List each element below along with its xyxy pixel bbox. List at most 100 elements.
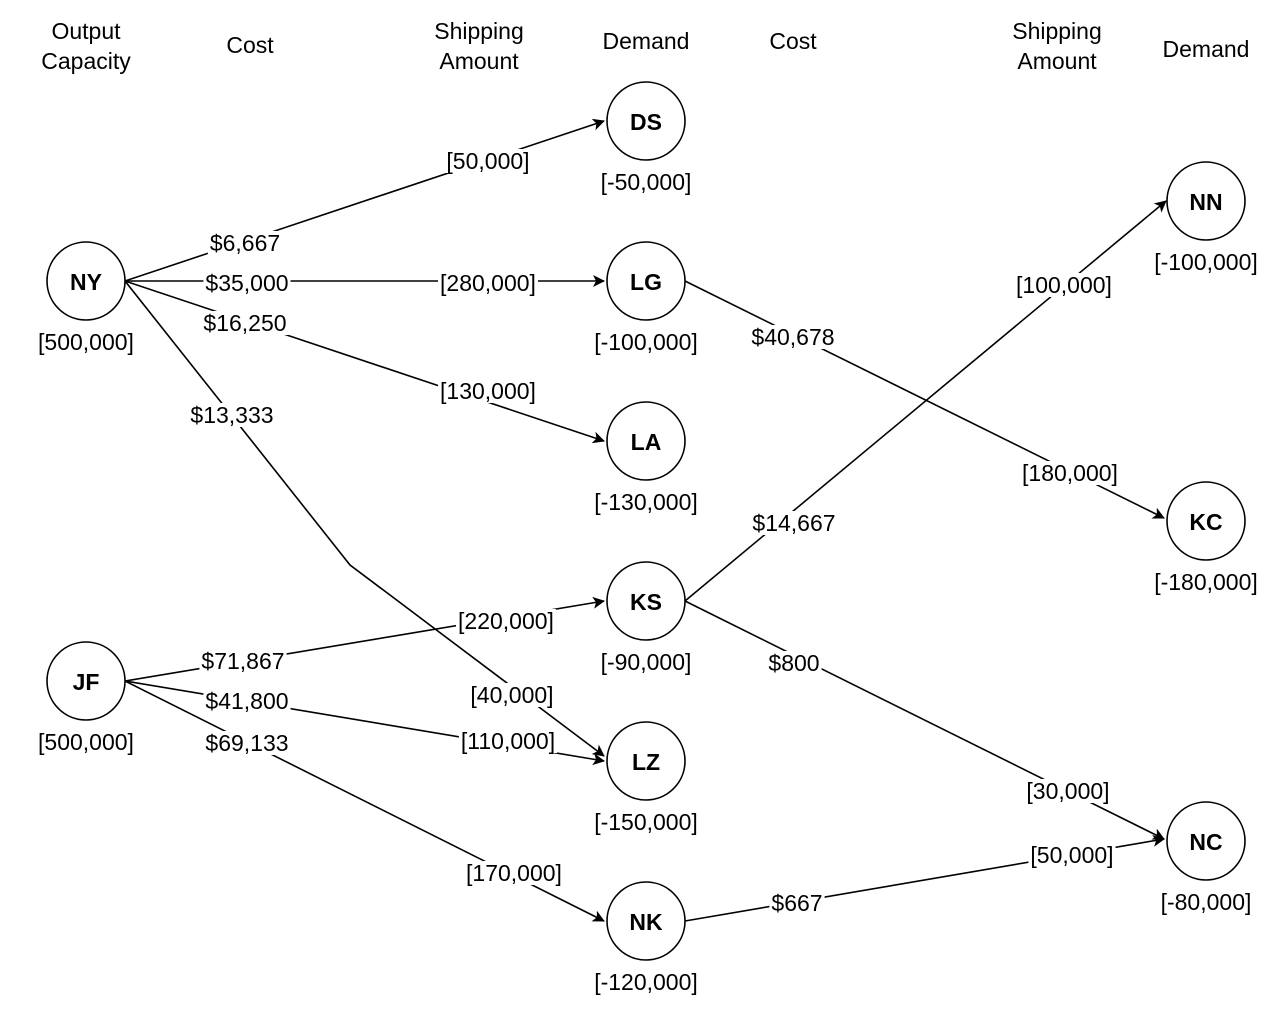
edge-cost-jf-nk: $69,133 [203, 730, 291, 756]
header-cost-2-line-1: Cost [769, 28, 817, 54]
edge-cost-ny-lg: $35,000 [203, 270, 291, 296]
header-shipping-amount-2-line-2: Amount [1017, 48, 1097, 74]
edge-cost-lg-kc-text: $40,678 [751, 324, 834, 350]
node-value-jf: [500,000] [38, 729, 134, 755]
edge-amount-jf-nk-text: [170,000] [466, 860, 562, 886]
edge-amount-ny-la-text: [130,000] [440, 378, 536, 404]
edge-amount-lg-kc-background [1020, 461, 1120, 485]
edge-amount-ks-nc: [30,000] [1024, 778, 1112, 804]
header-demand-1-line-1: Demand [603, 28, 690, 54]
edge-amount-ny-lz: [40,000] [468, 682, 556, 708]
header-demand-2-line-1: Demand [1163, 36, 1250, 62]
edge-cost-jf-ks-text: $71,867 [201, 648, 284, 674]
header-output-capacity-line-1: Output [51, 18, 121, 44]
edge-amount-jf-lz: [110,000] [458, 728, 558, 754]
node-jf: JF[500,000] [38, 641, 134, 755]
node-label-nk: NK [629, 909, 663, 935]
edge-cost-ks-nn: $14,667 [750, 510, 838, 536]
node-label-ks: KS [630, 589, 662, 615]
node-value-nn: [-100,000] [1154, 249, 1258, 275]
edge-cost-jf-ks: $71,867 [199, 648, 287, 674]
edge-amount-lg-kc: [180,000] [1020, 460, 1120, 486]
header-cost-2: Cost [769, 28, 817, 54]
node-label-ds: DS [630, 109, 662, 135]
edge-amount-ks-nn-text: [100,000] [1016, 272, 1112, 298]
edge-ny-la [124, 280, 605, 444]
edge-cost-ks-nc-text: $800 [768, 650, 819, 676]
edge-cost-ny-lg-background [203, 271, 291, 295]
node-circle-nc [1166, 801, 1246, 881]
edge-amount-ny-ds-text: [50,000] [446, 148, 529, 174]
edge-cost-jf-lz: $41,800 [203, 688, 291, 714]
edge-cost-ny-lz-text: $13,333 [190, 402, 273, 428]
node-circle-nn [1166, 161, 1246, 241]
edge-cost-ny-lz: $13,333 [188, 402, 276, 428]
node-value-lg: [-100,000] [594, 329, 698, 355]
node-label-kc: KC [1189, 509, 1222, 535]
node-value-nc: [-80,000] [1161, 889, 1252, 915]
edge-cost-ny-la-text: $16,250 [203, 310, 286, 336]
edge-amount-ks-nc-text: [30,000] [1026, 778, 1109, 804]
node-value-kc: [-180,000] [1154, 569, 1258, 595]
edge-amount-jf-nk-background [464, 861, 564, 885]
edge-amount-ny-lg-text: [280,000] [440, 270, 536, 296]
node-value-nk: [-120,000] [594, 969, 698, 995]
edge-cost-jf-lz-background [203, 689, 291, 713]
edge-amount-jf-ks-text: [220,000] [458, 608, 554, 634]
node-la: LA[-130,000] [594, 401, 698, 515]
edge-cost-ny-la: $16,250 [201, 310, 289, 336]
node-nk: NK [-120,000] [594, 881, 698, 995]
edge-amount-ny-lz-text: [40,000] [470, 682, 553, 708]
edge-cost-lg-kc-background [749, 325, 837, 349]
edge-cost-jf-nk-text: $69,133 [205, 730, 288, 756]
edge-amount-nk-nc-text: [50,000] [1030, 842, 1113, 868]
edge-cost-lg-kc: $40,678 [749, 324, 837, 350]
edge-cost-ny-ds-background [207, 231, 283, 255]
header-shipping-amount-2-line-1: Shipping [1012, 18, 1102, 44]
edge-cost-nk-nc: $667 [769, 890, 825, 916]
edge-amount-nk-nc: [50,000] [1028, 842, 1116, 868]
node-circle-lg [606, 241, 686, 321]
node-label-nn: NN [1189, 189, 1222, 215]
node-label-lz: LZ [632, 749, 660, 775]
header-cost-1: Cost [226, 32, 274, 58]
edge-cost-ny-la-background [201, 311, 289, 335]
node-label-nc: NC [1189, 829, 1222, 855]
edge-amount-ny-lg-background [438, 271, 538, 295]
node-circle-nk [606, 881, 686, 961]
node-lg: LG[-100,000] [594, 241, 698, 355]
node-value-ny: [500,000] [38, 329, 134, 355]
node-circle-ds [606, 81, 686, 161]
edge-cost-jf-ks-background [199, 649, 287, 673]
node-value-ds: [-50,000] [601, 169, 692, 195]
node-circle-lz [606, 721, 686, 801]
edge-amount-nk-nc-background [1028, 843, 1116, 867]
node-circle-jf [46, 641, 126, 721]
node-ny: NY[500,000] [38, 241, 134, 355]
edge-amount-jf-lz-background [458, 729, 558, 753]
edge-amount-lg-kc-text: [180,000] [1022, 460, 1118, 486]
header-shipping-amount-1-line-2: Amount [439, 48, 519, 74]
edge-cost-ks-nc: $800 [766, 650, 822, 676]
edge-labels-layer: $6,667 [50,000] $35,000 [280,000] $16,250 [13… [188, 148, 1120, 916]
node-nc: NC [-80,000] [1161, 801, 1252, 915]
edge-cost-nk-nc-text: $667 [771, 890, 822, 916]
edge-ny-ds [124, 118, 605, 282]
edge-amount-ny-la-background [438, 379, 538, 403]
edge-cost-ny-ds: $6,667 [207, 230, 283, 256]
node-value-ks: [-90,000] [601, 649, 692, 675]
edge-cost-ny-ds-text: $6,667 [210, 230, 280, 256]
edge-cost-ks-nc-background [766, 651, 822, 675]
node-nn: NN [-100,000] [1154, 161, 1258, 275]
edge-amount-ny-ds: [50,000] [444, 148, 532, 174]
edge-amount-jf-lz-text: [110,000] [461, 728, 555, 754]
node-lz: LZ[-150,000] [594, 721, 698, 835]
edge-cost-ks-nn-text: $14,667 [752, 510, 835, 536]
node-circle-kc [1166, 481, 1246, 561]
node-ks: KS [-90,000] [601, 561, 692, 675]
edge-ks-nn [684, 200, 1167, 602]
